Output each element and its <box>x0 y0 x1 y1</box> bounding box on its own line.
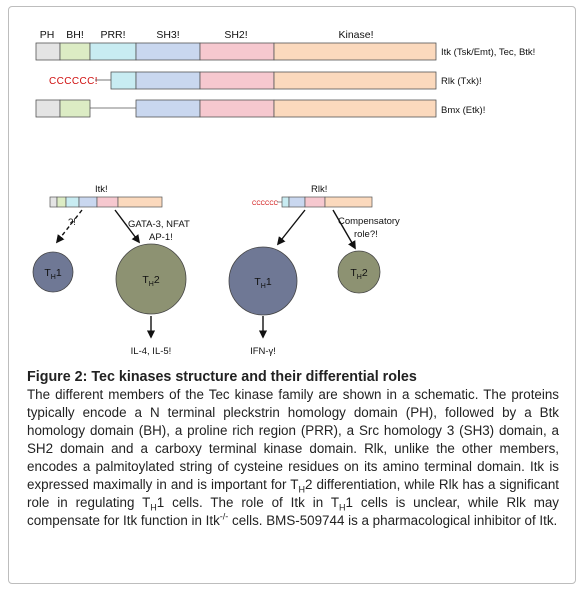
rlk-output-label: IFN-γ! <box>250 346 276 357</box>
prr-domain <box>89 42 137 61</box>
figure-frame <box>8 6 576 584</box>
row-label-rlk: Rlk (Txk)! <box>441 76 482 87</box>
th2-cell-small <box>337 250 381 294</box>
rlk-panel-title: Rlk! <box>311 184 327 195</box>
rlk-th1-label: TH1 <box>254 276 271 290</box>
ph-domain <box>35 42 61 61</box>
kinase-domain <box>273 99 437 118</box>
sh2-domain <box>199 42 275 61</box>
domain-label-sh2: SH2! <box>224 29 247 41</box>
caption-title: Figure 2: Tec kinases structure and thei… <box>27 369 417 385</box>
itk-panel-title: Itk! <box>95 184 108 195</box>
ph-domain <box>35 99 61 118</box>
cysteine-string: CCCCCC! <box>49 76 98 87</box>
caption-body: The different members of the Tec kinase … <box>27 387 560 528</box>
kinase-domain <box>273 71 437 90</box>
rlk-mini-protein <box>277 196 373 208</box>
domain-label-bh: BH! <box>66 29 84 41</box>
sh3-domain <box>135 42 201 61</box>
protein-row-bmx <box>35 99 437 118</box>
th1-cell-small <box>32 251 74 293</box>
sh2-domain <box>199 99 275 118</box>
domain-label-ph: PH <box>40 29 55 41</box>
sh2-domain <box>199 71 275 90</box>
protein-row-itk <box>35 42 437 61</box>
protein-row-rlk <box>95 71 437 90</box>
row-label-itk: Itk (Tsk/Emt), Tec, Btk! <box>441 47 535 58</box>
rlk-comp-label-1: Compensatory <box>338 216 400 227</box>
sh3-domain <box>135 71 201 90</box>
itk-tf-label-1: GATA-3, NFAT <box>128 219 190 230</box>
itk-unknown-label: ?! <box>68 217 76 228</box>
bh-domain <box>59 42 91 61</box>
itk-tf-label-2: AP-1! <box>149 232 173 243</box>
bh-domain <box>59 99 91 118</box>
kinase-domain <box>273 42 437 61</box>
row-label-bmx: Bmx (Etk)! <box>441 105 485 116</box>
th2-label: TH2 <box>142 274 159 288</box>
domain-label-sh3: SH3! <box>156 29 179 41</box>
rlk-to-th2-arrow <box>332 209 356 250</box>
itk-output-label: IL-4, IL-5! <box>131 346 172 357</box>
rlk-cysteine-string: CCCCCC <box>252 201 279 207</box>
th2-cell-large <box>115 243 187 315</box>
prr-domain <box>110 71 137 90</box>
th1-label: TH1 <box>44 267 61 281</box>
rlk-to-th1-arrow <box>276 209 306 246</box>
th1-cell-large <box>228 246 298 316</box>
itk-to-th2-arrow <box>114 209 141 244</box>
domain-label-kinase: Kinase! <box>338 29 373 41</box>
figure-caption: Figure 2: Tec kinases structure and thei… <box>27 368 559 530</box>
itk-mini-protein <box>49 196 163 208</box>
rlk-th2-label: TH2 <box>350 267 367 281</box>
sh3-domain <box>135 99 201 118</box>
rlk-comp-label-2: role?! <box>354 229 378 240</box>
domain-label-prr: PRR! <box>100 29 125 41</box>
